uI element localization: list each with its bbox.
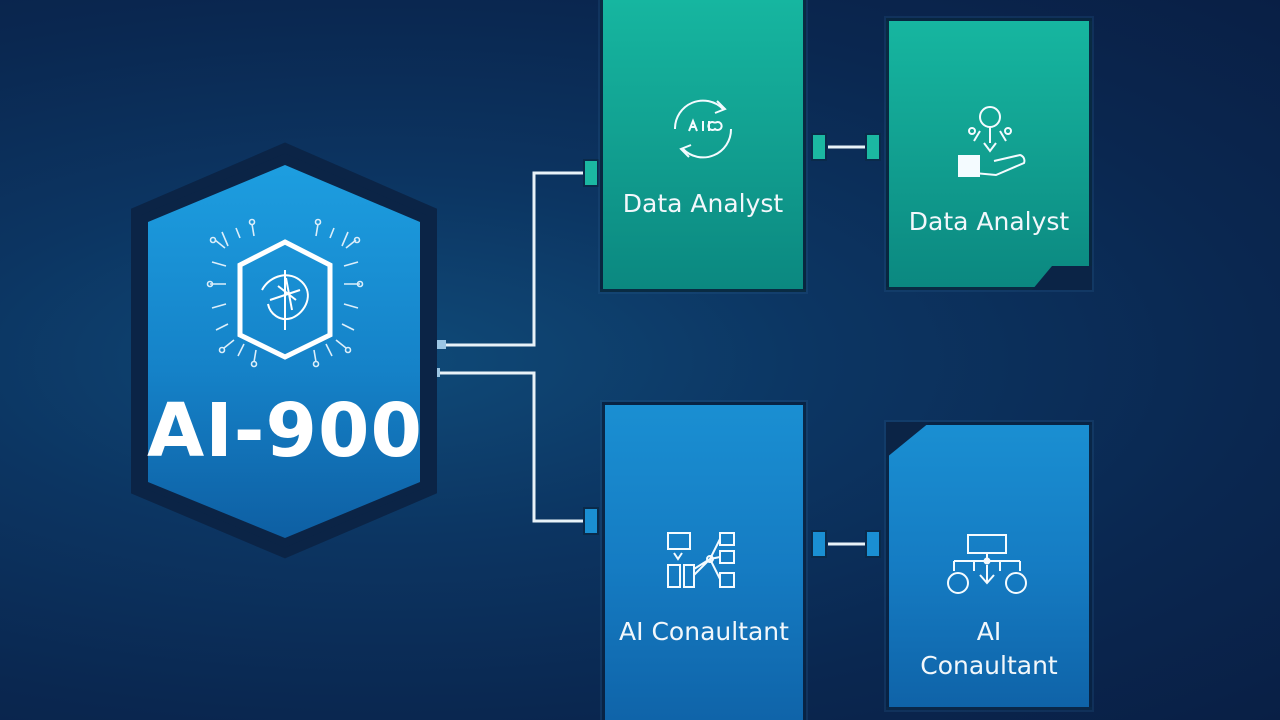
hierarchy-diagram-icon xyxy=(947,534,1027,594)
connector-hub-to-top xyxy=(446,171,590,347)
card-label: AI Conaultant xyxy=(619,617,789,646)
card-ai-consultant-primary[interactable]: AI Conaultant xyxy=(602,402,806,720)
card-data-analyst-primary[interactable]: Data Analyst xyxy=(600,0,806,292)
connector-cap xyxy=(432,340,446,349)
person-handshake-icon xyxy=(958,106,1026,177)
connector-cap xyxy=(865,530,881,558)
connector-cap xyxy=(865,133,881,161)
card-label: AI Conaultant xyxy=(920,617,1058,680)
refresh-cycle-icon xyxy=(673,99,733,159)
card-data-analyst-secondary[interactable]: Data Analyst xyxy=(886,18,1092,290)
hub-title: AI-900 xyxy=(147,388,423,474)
connector-cap xyxy=(811,530,827,558)
connector-cap xyxy=(583,159,599,187)
network-workflow-icon xyxy=(667,532,735,588)
ai-chip-icon xyxy=(237,239,333,360)
card-notch xyxy=(886,422,930,458)
connector-hub-to-bottom xyxy=(434,371,590,523)
connector-cap xyxy=(583,507,599,535)
card-label: Data Analyst xyxy=(622,189,784,218)
connector-cap xyxy=(811,133,827,161)
card-ai-consultant-secondary[interactable]: AI Conaultant xyxy=(886,422,1092,710)
card-notch xyxy=(1032,266,1092,290)
card-label: Data Analyst xyxy=(908,207,1070,236)
